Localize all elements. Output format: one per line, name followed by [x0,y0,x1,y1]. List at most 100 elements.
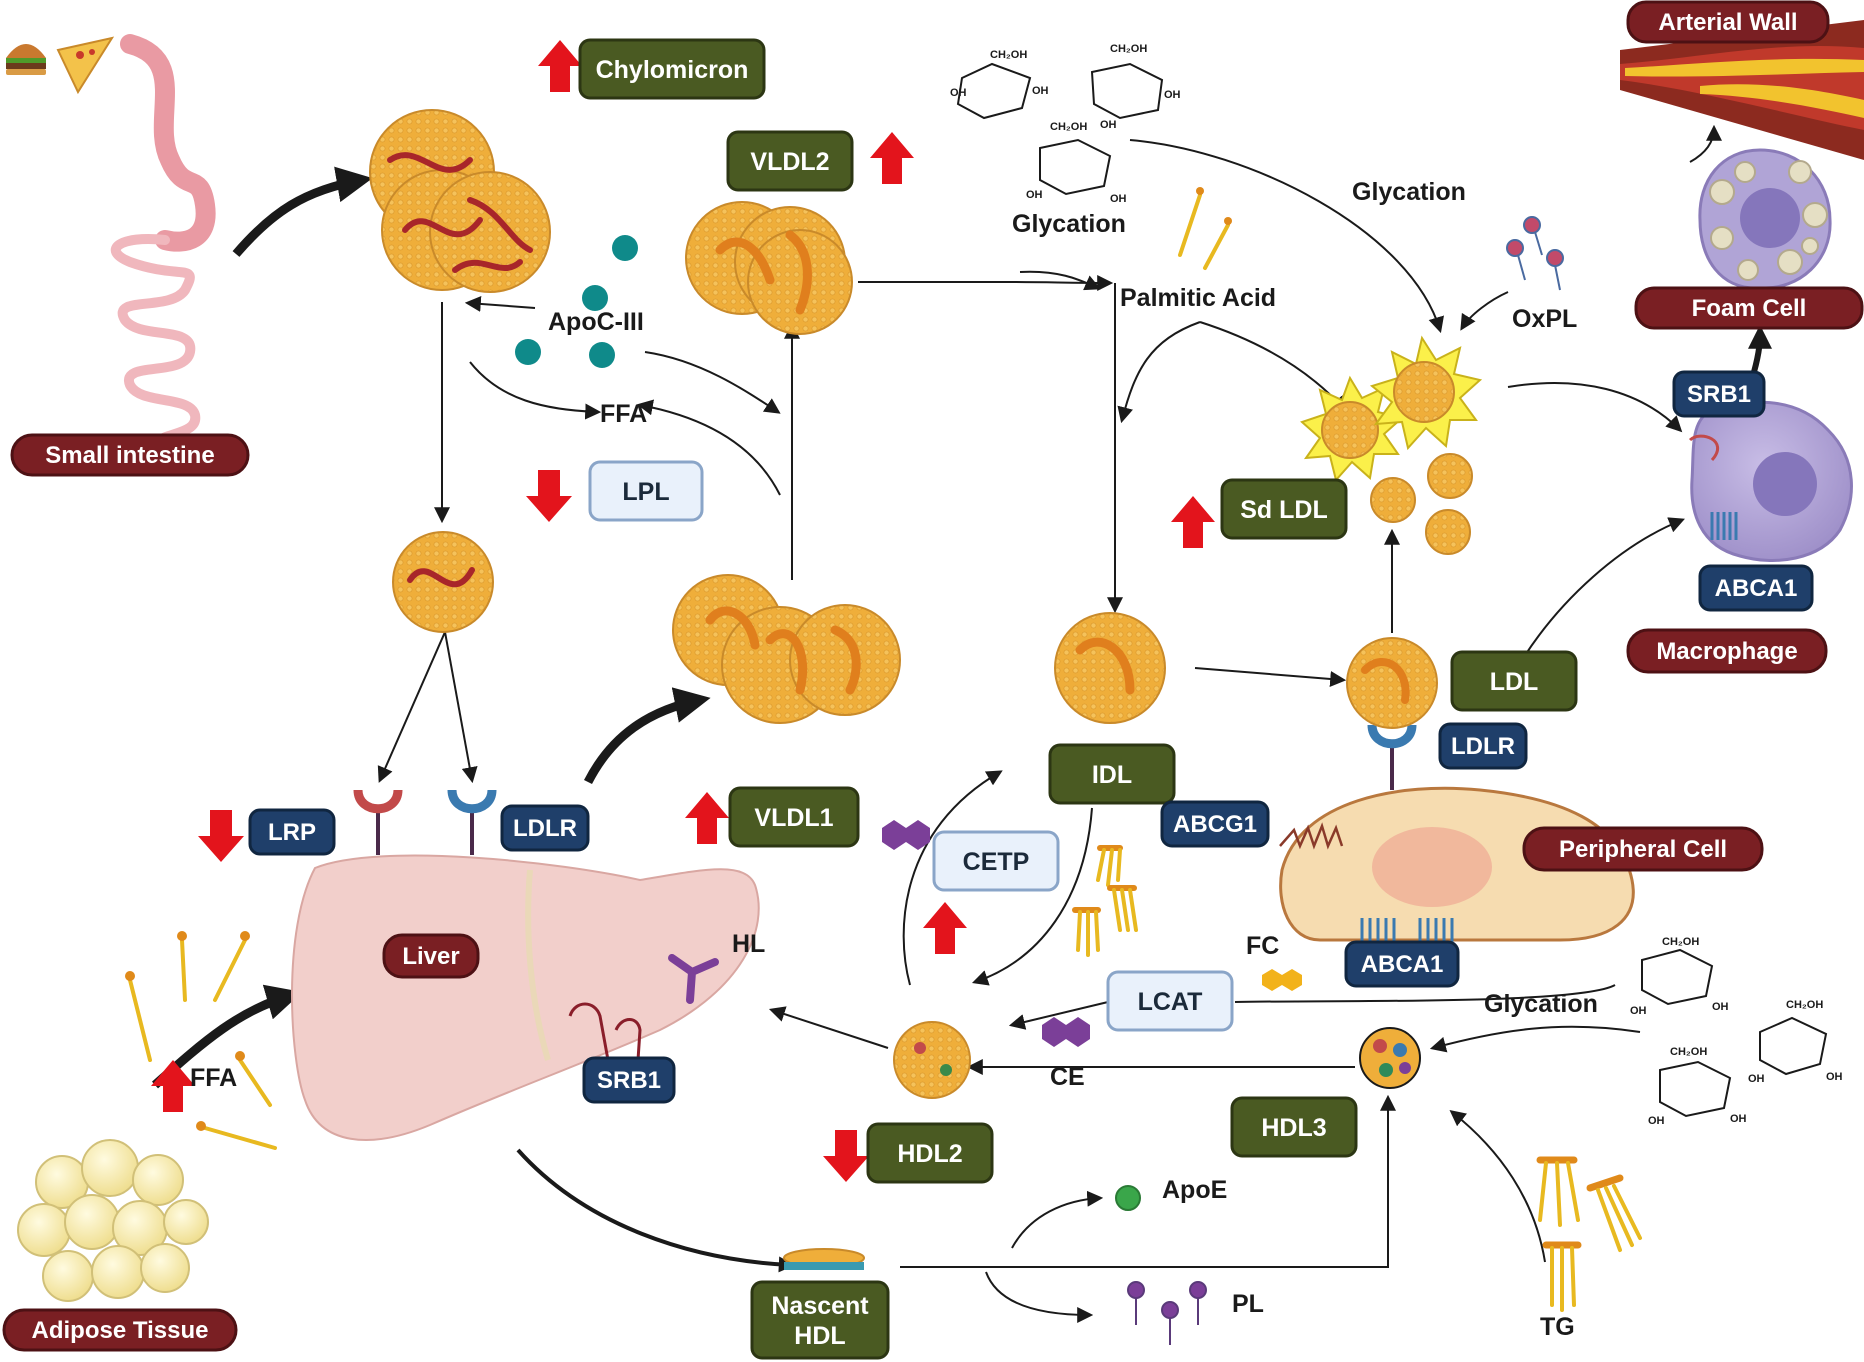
hl-label: HL [732,930,765,958]
chylomicron-particle-icon [369,109,551,293]
phospholipid-icons [1127,1281,1207,1345]
apoe-label: ApoE [1162,1176,1227,1204]
nascent-hdl-particle-icon [783,1248,865,1270]
change-indicator-arrows [151,40,1215,1182]
glycation-top-right-label: Glycation [1352,178,1466,206]
svg-text:Adipose Tissue: Adipose Tissue [32,1317,209,1344]
svg-text:LRP: LRP [268,819,316,846]
apoc3-molecule-icons [515,235,638,368]
small-dense-ldl-particle-icon [1370,453,1473,555]
ldlr-liver-receptor-icon [447,789,497,855]
ffa-adipose-label: FFA [190,1064,237,1092]
svg-text:Arterial Wall: Arterial Wall [1658,9,1797,36]
svg-text:CH₂OH: CH₂OH [1110,43,1147,55]
fc-label: FC [1246,932,1279,960]
macrophage-icon [1688,400,1853,562]
vldl1-particle-icon [672,574,901,724]
hdl2-particle-icon [893,1021,971,1099]
palmitic-acid-label: Palmitic Acid [1120,284,1276,312]
svg-text:OH: OH [1100,119,1117,131]
apoe-molecule-icon [1115,1185,1141,1211]
fatty-acid-icons [125,187,1232,1150]
foam-cell-icon [1698,148,1832,290]
vldl2-particle-icon [685,201,853,335]
svg-text:Peripheral Cell: Peripheral Cell [1559,836,1727,863]
svg-text:OH: OH [1032,85,1049,97]
foam-cell-to-artery-arrow [1689,124,1722,163]
intestine-to-chylomicron-arrow [232,166,373,257]
svg-text:OH: OH [1110,193,1127,205]
vldl2-label: VLDL2 [726,130,854,192]
lcat-label: LCAT [1106,970,1234,1032]
svg-text:OH: OH [1630,1005,1647,1017]
intestine-icon [110,34,216,460]
svg-text:Sd LDL: Sd LDL [1240,496,1328,524]
svg-text:OH: OH [1712,1001,1729,1013]
foam-cell-label: Foam Cell [1634,286,1864,330]
protein-labels: LRP LDLR SRB1 SRB1 ABCA1 ABCA1 LDLR ABC [248,370,1814,1104]
increase-arrow-icon [923,902,967,954]
decrease-arrow-icon [823,1130,869,1182]
ldlr-peripheral-receptor-icon [1367,724,1417,790]
lpl-label: LPL [588,460,704,522]
liver-label: Liver [382,933,480,979]
svg-text:VLDL2: VLDL2 [750,148,829,176]
svg-text:OH: OH [950,87,967,99]
triglyceride-icons [1072,845,1642,1312]
svg-text:OH: OH [1748,1073,1765,1085]
peripheral-cell-label: Peripheral Cell [1522,826,1764,872]
svg-text:SRB1: SRB1 [597,1067,661,1094]
cholesterol-ester-icons [882,820,1302,1047]
chylomicron-label: Chylomicron [578,38,766,100]
svg-text:CH₂OH: CH₂OH [1662,936,1699,948]
sd-ldl-label: Sd LDL [1220,478,1348,540]
srb1-liver-receptor-icon [568,1002,642,1061]
glycation-top-left-label: Glycation [1012,210,1126,238]
adipose-cells-icon [17,1139,209,1302]
svg-text:Small intestine: Small intestine [45,442,214,469]
artery-plaque-icon [1620,20,1864,160]
increase-arrow-icon [870,132,914,184]
liver-to-nascent-hdl-arrow [516,1148,795,1273]
svg-text:Nascent: Nascent [771,1292,869,1320]
svg-text:Foam Cell: Foam Cell [1692,295,1807,322]
lipoprotein-particles [369,109,1483,1270]
svg-text:Liver: Liver [402,943,459,970]
abca1-peripheral-transporter-icon [1360,918,1454,952]
lrp-label: LRP [248,808,336,856]
tg-label: TG [1540,1313,1575,1341]
ce-label: CE [1050,1063,1085,1091]
oxidized-phospholipid-icons [1506,216,1564,291]
abca1-peripheral-label: ABCA1 [1344,940,1460,988]
svg-text:CH₂OH: CH₂OH [990,49,1027,61]
svg-text:OH: OH [1648,1115,1665,1127]
svg-text:OH: OH [1026,189,1043,201]
svg-text:CETP: CETP [963,848,1030,876]
adipose-tissue-label: Adipose Tissue [2,1308,238,1352]
vldl1-label: VLDL1 [728,786,860,848]
svg-text:ABCA1: ABCA1 [1361,951,1444,978]
lipoprotein-labels: Chylomicron VLDL2 VLDL1 Sd LDL IDL LDL H… [578,38,1578,1360]
svg-text:LPL: LPL [622,478,669,506]
svg-text:Chylomicron: Chylomicron [596,56,749,84]
increase-arrow-icon [685,792,729,844]
arterial-wall-label: Arterial Wall [1626,0,1830,44]
small-intestine-label: Small intestine [10,433,250,477]
svg-text:ABCG1: ABCG1 [1173,811,1257,838]
apoc3-label: ApoC-III [548,308,644,336]
svg-text:CH₂OH: CH₂OH [1050,121,1087,133]
srb1-macrophage-label: SRB1 [1672,370,1766,418]
idl-label: IDL [1048,743,1176,805]
svg-text:IDL: IDL [1092,761,1132,789]
ldlr-liver-label: LDLR [500,804,590,852]
ffa-top-label: FFA [600,400,647,428]
svg-text:VLDL1: VLDL1 [754,804,833,832]
peripheral-cell-icon [1279,724,1635,952]
liver-to-vldl-arrow [583,687,711,785]
nascent-hdl-label: Nascent HDL [750,1280,890,1360]
srb1-liver-label: SRB1 [582,1056,676,1104]
svg-text:LDL: LDL [1490,668,1539,696]
decrease-arrow-icon [526,470,572,522]
svg-text:CH₂OH: CH₂OH [1786,999,1823,1011]
